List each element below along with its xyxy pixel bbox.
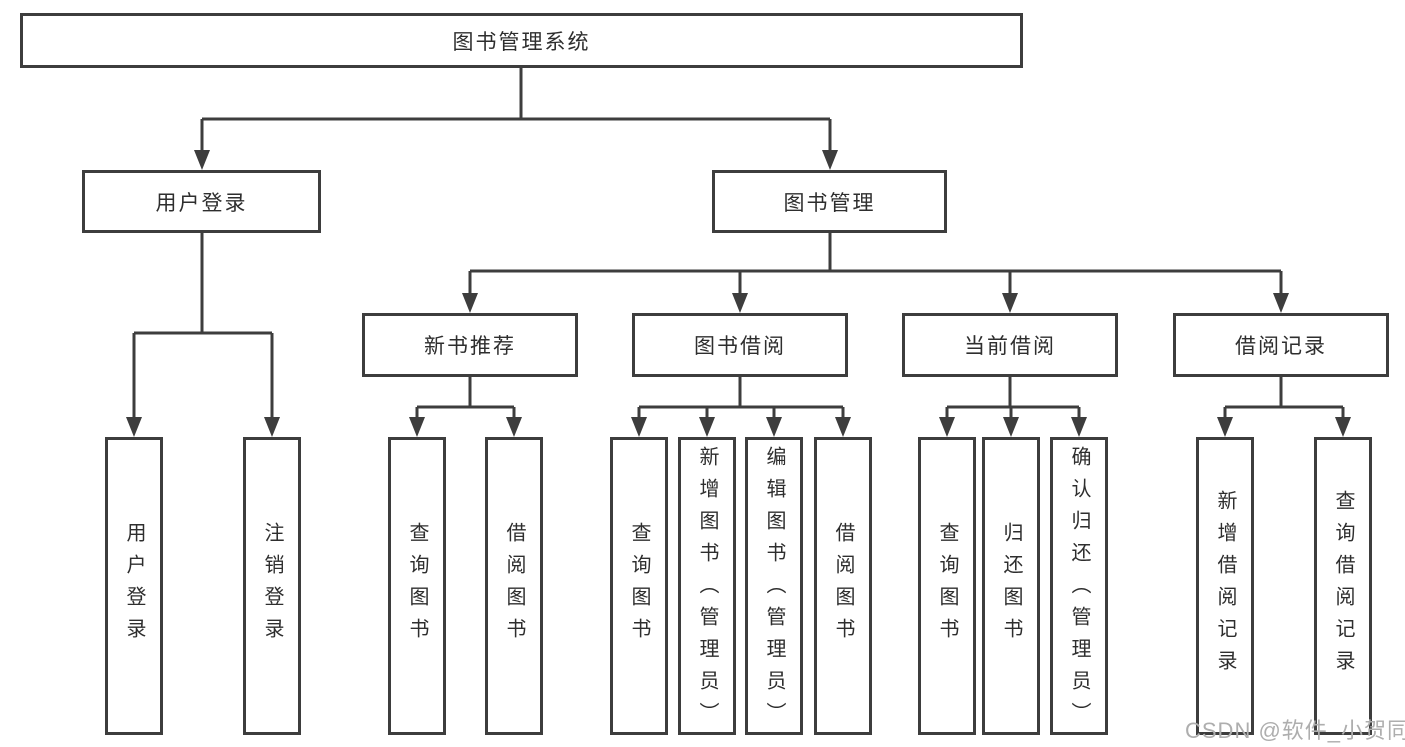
arrowhead xyxy=(699,417,715,437)
leaf-query-books-current: 查询图书 xyxy=(918,437,976,735)
arrowhead xyxy=(822,150,838,170)
arrowhead xyxy=(1217,417,1233,437)
connector-current-borrow xyxy=(945,377,1081,419)
leaf-return-books: 归还图书 xyxy=(982,437,1040,735)
node-user-login: 用户登录 xyxy=(82,170,321,233)
leaf-query-books-borrow: 查询图书 xyxy=(610,437,668,735)
leaf-borrow-books-recommend: 借阅图书 xyxy=(485,437,543,735)
arrowhead xyxy=(939,417,955,437)
arrowhead xyxy=(1335,417,1351,437)
leaf-confirm-return-admin: 确认归还（管理员） xyxy=(1050,437,1108,735)
arrowhead xyxy=(766,417,782,437)
arrowhead xyxy=(462,293,478,313)
arrowhead xyxy=(409,417,425,437)
node-borrow-records: 借阅记录 xyxy=(1173,313,1389,377)
node-current-borrow: 当前借阅 xyxy=(902,313,1118,377)
arrowhead xyxy=(1071,417,1087,437)
arrowhead xyxy=(1003,417,1019,437)
leaf-query-borrow-record: 查询借阅记录 xyxy=(1314,437,1372,735)
arrowhead xyxy=(1002,293,1018,313)
connector-user-login xyxy=(132,233,274,419)
leaf-query-books-recommend: 查询图书 xyxy=(388,437,446,735)
arrowhead xyxy=(835,417,851,437)
arrowhead xyxy=(631,417,647,437)
connector-book-borrow xyxy=(637,377,845,419)
arrowhead xyxy=(264,417,280,437)
connector-book-mgmt xyxy=(468,233,1283,295)
connector-borrow-records xyxy=(1223,377,1345,419)
node-new-book-recommend: 新书推荐 xyxy=(362,313,578,377)
leaf-borrow-books: 借阅图书 xyxy=(814,437,872,735)
arrowhead xyxy=(506,417,522,437)
arrowhead xyxy=(194,150,210,170)
node-book-mgmt: 图书管理 xyxy=(712,170,947,233)
leaf-add-borrow-record: 新增借阅记录 xyxy=(1196,437,1254,735)
arrowhead xyxy=(1273,293,1289,313)
node-root: 图书管理系统 xyxy=(20,13,1023,68)
connector-root xyxy=(200,68,832,152)
watermark: CSDN @软件_小贺同学 xyxy=(1185,718,1405,743)
node-book-borrow: 图书借阅 xyxy=(632,313,848,377)
leaf-logout: 注销登录 xyxy=(243,437,301,735)
leaf-add-books-admin: 新增图书（管理员） xyxy=(678,437,736,735)
arrowhead xyxy=(732,293,748,313)
connector-new-book xyxy=(415,377,516,419)
arrowhead xyxy=(126,417,142,437)
leaf-user-login: 用户登录 xyxy=(105,437,163,735)
leaf-edit-books-admin: 编辑图书（管理员） xyxy=(745,437,803,735)
